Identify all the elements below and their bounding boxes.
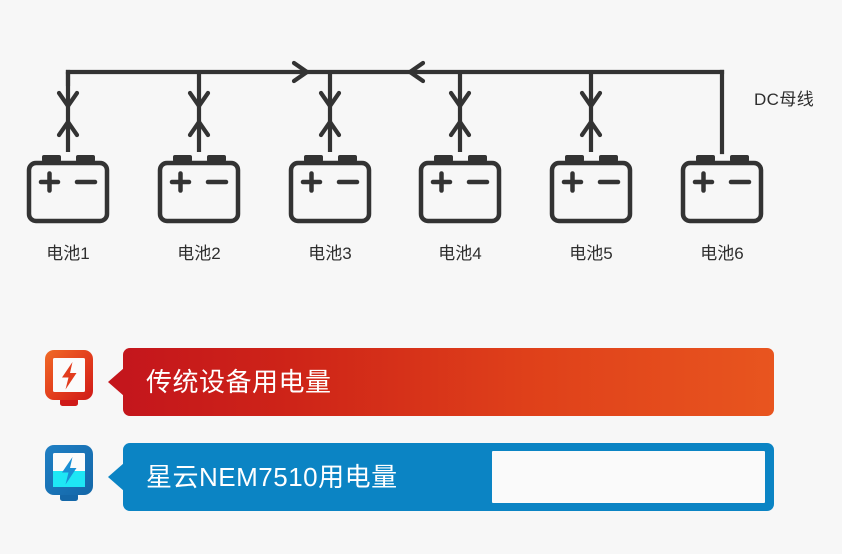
dc-bus-line: [65, 69, 725, 155]
traditional-bar-label: 传统设备用电量: [146, 367, 332, 397]
battery-label-1: 电池1: [46, 244, 90, 263]
nebula-bar-savings-area: [489, 448, 768, 506]
nebula-bar-label: 星云NEM7510用电量: [146, 462, 398, 492]
battery-branch-6: [683, 155, 761, 221]
battery-label-2: 电池2: [177, 244, 221, 263]
power-meter-red-icon: [45, 350, 93, 406]
power-meter-blue-icon: [45, 445, 93, 501]
battery-label-5: 电池5: [569, 244, 613, 263]
battery-branch-3: [291, 72, 369, 221]
battery-branch-1: [29, 72, 107, 221]
battery-label-4: 电池4: [438, 244, 482, 263]
traditional-bar-fill: [123, 348, 774, 416]
traditional-bar: 传统设备用电量: [108, 348, 774, 416]
traditional-bar-notch: [108, 368, 124, 396]
battery-branch-4: [421, 72, 499, 221]
battery-label-6: 电池6: [700, 244, 744, 263]
nebula-bar-notch: [108, 463, 124, 491]
battery-branch-5: [552, 72, 630, 221]
comparison-row-traditional: 传统设备用电量: [0, 344, 842, 416]
comparison-row-nebula: 星云NEM7510用电量: [0, 439, 842, 511]
battery-label-3: 电池3: [308, 244, 352, 263]
dc-bus-diagram: [0, 0, 842, 300]
nebula-bar: 星云NEM7510用电量: [108, 443, 774, 511]
dc-bus-label: DC母线: [754, 90, 815, 109]
battery-branch-2: [160, 72, 238, 221]
